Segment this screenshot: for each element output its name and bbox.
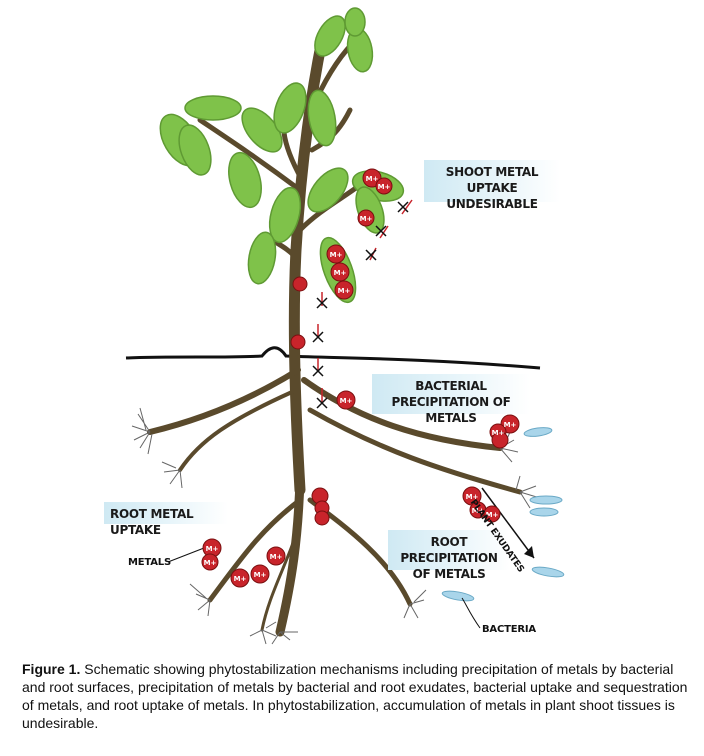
- ion-label: M+: [338, 287, 351, 295]
- metal-ion: [326, 244, 346, 264]
- metal-ions: [201, 168, 520, 588]
- ion-label: M+: [254, 571, 267, 579]
- ion-label: M+: [492, 429, 505, 437]
- ion-label: M+: [206, 545, 219, 553]
- metals-pointer: [167, 547, 205, 563]
- bacteria-cells: [441, 427, 565, 602]
- metal-ion: [483, 505, 501, 523]
- root-hairs: [131, 407, 541, 645]
- caption-label: Figure 1.: [22, 661, 81, 677]
- root-precipitation-label: ROOT PRECIPITATION OF METALS: [388, 530, 510, 581]
- ion-label: M+: [334, 269, 347, 277]
- ion-label: M+: [486, 511, 499, 519]
- metal-ion: [334, 280, 354, 300]
- metal-ion: [292, 276, 308, 292]
- bacteria-label: BACTERIA: [482, 624, 536, 635]
- ion-label: M+: [270, 553, 283, 561]
- metals-label: METALS: [128, 557, 171, 568]
- figure-caption: Figure 1. Schematic showing phytostabili…: [22, 660, 694, 732]
- metal-ion: [314, 510, 330, 526]
- soil-line: [125, 346, 541, 370]
- metal-ion: [266, 546, 286, 566]
- bacteria-pointer: [461, 597, 481, 629]
- exudates-arrow: [481, 487, 535, 559]
- ion-label: M+: [340, 397, 353, 405]
- ion-label: M+: [366, 175, 379, 183]
- metal-ion: [330, 262, 350, 282]
- caption-text: Schematic showing phytostabilization mec…: [22, 661, 688, 731]
- metal-ion: [491, 431, 509, 449]
- blocked-transport-arrows: [312, 199, 413, 409]
- ion-label: M+: [378, 183, 391, 191]
- ion-label: M+: [330, 251, 343, 259]
- leaves: [159, 7, 405, 304]
- metal-ion: [201, 553, 219, 571]
- shoot-metal-uptake-label: SHOOT METAL UPTAKE UNDESIRABLE: [424, 160, 560, 211]
- metal-ion: [290, 334, 306, 350]
- metal-ion: [230, 568, 250, 588]
- exudates-arrowhead: [524, 546, 534, 558]
- metal-ion-labels: M+ M+ M+ M+ M+ M+ M+ M+ M+ M+ M+ M+ M+ M…: [204, 175, 517, 583]
- root-metal-uptake-label: ROOT METAL UPTAKE: [104, 502, 228, 537]
- ion-label: M+: [360, 215, 373, 223]
- metal-ion: [375, 177, 393, 195]
- metal-ion: [250, 564, 270, 584]
- phytostabilization-diagram: M+ M+ M+ M+ M+ M+ M+ M+ M+ M+ M+ M+ M+ M…: [125, 7, 565, 645]
- metal-ion: [357, 209, 375, 227]
- bacterial-precipitation-label: BACTERIAL PRECIPITATION OF METALS: [372, 374, 530, 425]
- ion-label: M+: [466, 493, 479, 501]
- metal-ion: [336, 390, 356, 410]
- ion-label: M+: [504, 421, 517, 429]
- ion-label: M+: [204, 559, 217, 567]
- ion-label: M+: [234, 575, 247, 583]
- ion-label: M+: [472, 507, 485, 515]
